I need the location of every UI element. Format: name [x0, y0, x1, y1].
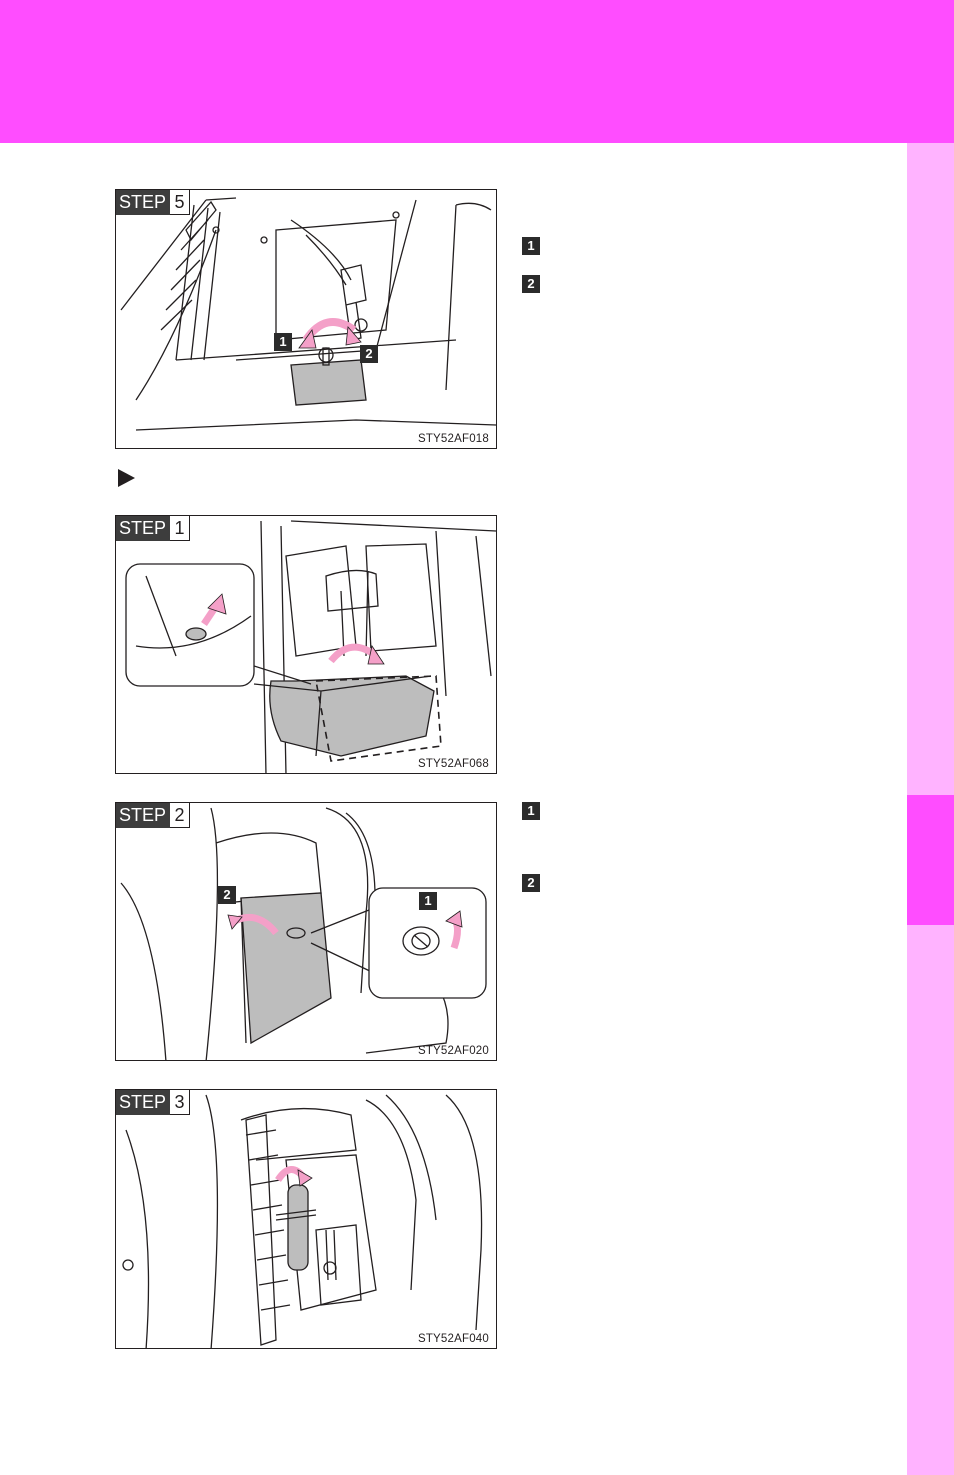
callout-badge: 2: [218, 886, 236, 904]
step-label: STEP: [116, 1090, 171, 1115]
step-badge: STEP 2: [116, 803, 191, 828]
step-label: STEP: [116, 190, 171, 215]
step-number: 3: [170, 1090, 191, 1115]
section-arrow-icon: [118, 469, 135, 487]
rear-seat-illustration: [125, 520, 496, 773]
step-badge: STEP 1: [116, 516, 191, 541]
step-number: 2: [170, 803, 191, 828]
figure-code: STY52AF020: [417, 1045, 489, 1057]
figure-code: STY52AF068: [417, 758, 489, 770]
step-badge: STEP 3: [116, 1090, 191, 1115]
step-label: STEP: [116, 803, 171, 828]
text-callout-badge: 2: [522, 275, 540, 293]
callout-badge: 1: [274, 333, 292, 351]
text-callout-badge: 1: [522, 802, 540, 820]
text-callout-badge: 1: [522, 237, 540, 255]
callout-badge: 1: [419, 892, 437, 910]
step-number: 1: [170, 516, 191, 541]
text-callout-badge: 2: [522, 874, 540, 892]
callout-badge: 2: [360, 345, 378, 363]
figure-code: STY52AF040: [417, 1333, 489, 1345]
step-badge: STEP 5: [116, 190, 191, 215]
step-number: 5: [170, 190, 191, 215]
figure-step-3: STEP 3 STY52AF040: [115, 1089, 497, 1349]
tool-storage-illustration: [122, 1094, 483, 1348]
figure-step-1: STEP 1 STY52AF068: [115, 515, 497, 774]
side-tab-active: [907, 795, 954, 925]
step-label: STEP: [116, 516, 171, 541]
header-band: [0, 0, 954, 143]
figure-step-2: STEP 2 2 1 STY52AF020: [115, 802, 497, 1061]
jack-stowage-illustration: [120, 197, 496, 431]
figure-step-5: STEP 5 1 2 STY52AF018: [115, 189, 497, 449]
cover-removal-illustration: [120, 807, 487, 1060]
figure-code: STY52AF018: [417, 433, 489, 445]
